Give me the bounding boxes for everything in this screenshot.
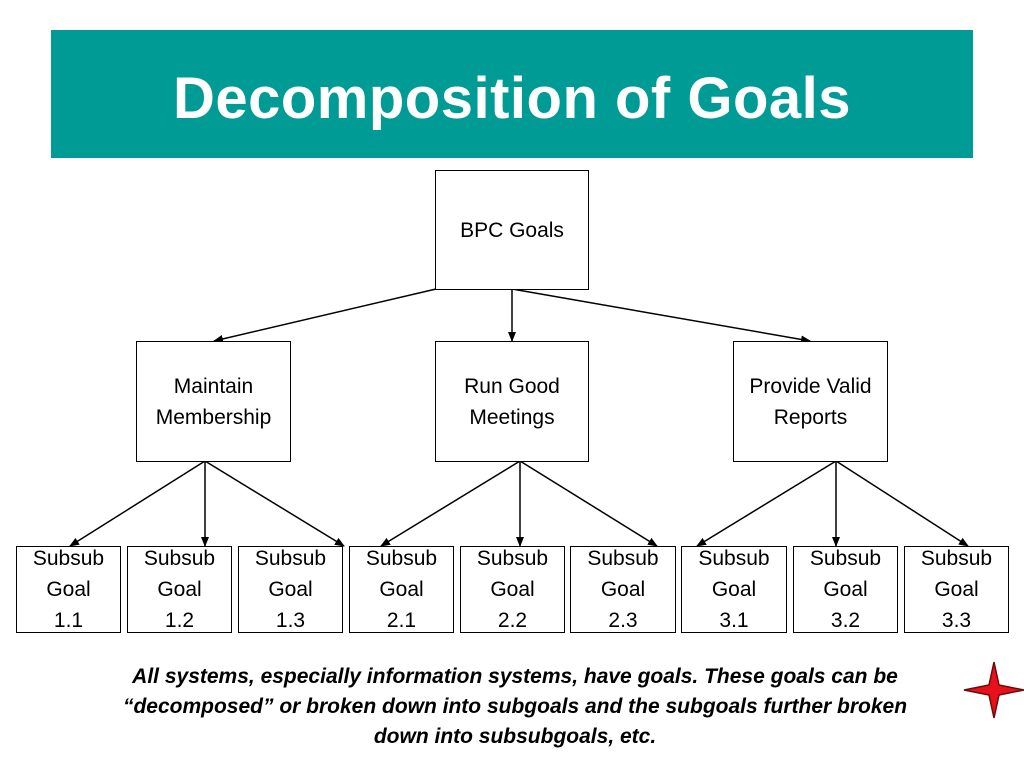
connector-goal-2-sub-1 — [380, 460, 521, 547]
subgoal-label-1-2: Subsub Goal 1.2 — [143, 547, 216, 632]
subgoal-box-2-2: Subsub Goal 2.2 — [460, 546, 565, 633]
four-point-star-icon — [963, 661, 1024, 719]
subgoal-box-3-2: Subsub Goal 3.2 — [793, 546, 898, 633]
connector-root-goal-1 — [213, 288, 437, 343]
subgoal-box-1-1: Subsub Goal 1.1 — [16, 546, 121, 633]
connector-goal-1-sub-1 — [69, 460, 206, 547]
goal-box-3: Provide Valid Reports — [733, 341, 888, 462]
subgoal-label-2-2: Subsub Goal 2.2 — [476, 547, 549, 632]
subgoal-label-3-2: Subsub Goal 3.2 — [809, 547, 882, 632]
goal-box-2: Run Good Meetings — [435, 341, 589, 462]
root-goal-box: BPC Goals — [435, 170, 589, 290]
title-banner: Decomposition of Goals — [51, 30, 973, 158]
subgoal-box-1-3: Subsub Goal 1.3 — [238, 546, 343, 633]
page-title: Decomposition of Goals — [172, 65, 852, 131]
goal-label-1: Maintain Membership — [155, 374, 272, 429]
goal-label-3: Provide Valid Reports — [749, 374, 872, 429]
goal-box-1: Maintain Membership — [136, 341, 291, 462]
subgoal-box-3-1: Subsub Goal 3.1 — [681, 546, 787, 633]
root-goal-label: BPC Goals — [460, 218, 564, 242]
subgoal-label-3-1: Subsub Goal 3.1 — [698, 547, 770, 632]
connector-goal-3-sub-3 — [835, 460, 969, 547]
subgoal-box-2-3: Subsub Goal 2.3 — [570, 546, 676, 633]
subgoal-label-1-3: Subsub Goal 1.3 — [254, 547, 327, 632]
subgoal-label-2-1: Subsub Goal 2.1 — [365, 547, 438, 632]
subgoal-box-1-2: Subsub Goal 1.2 — [127, 546, 232, 633]
connector-root-goal-3 — [511, 288, 811, 344]
subgoal-label-3-3: Subsub Goal 3.3 — [920, 547, 993, 632]
star-shape — [963, 661, 1024, 719]
connector-goal-1-sub-3 — [204, 460, 345, 547]
goal-label-2: Run Good Meetings — [464, 374, 560, 429]
connector-goal-2-sub-3 — [519, 460, 658, 547]
subgoal-box-3-3: Subsub Goal 3.3 — [904, 546, 1009, 633]
subgoal-label-1-1: Subsub Goal 1.1 — [32, 547, 105, 632]
subgoal-box-2-1: Subsub Goal 2.1 — [349, 546, 454, 633]
connector-goal-3-sub-1 — [696, 460, 837, 547]
explanation-note: All systems, especially information syst… — [122, 665, 908, 748]
subgoal-label-2-3: Subsub Goal 2.3 — [587, 547, 659, 632]
